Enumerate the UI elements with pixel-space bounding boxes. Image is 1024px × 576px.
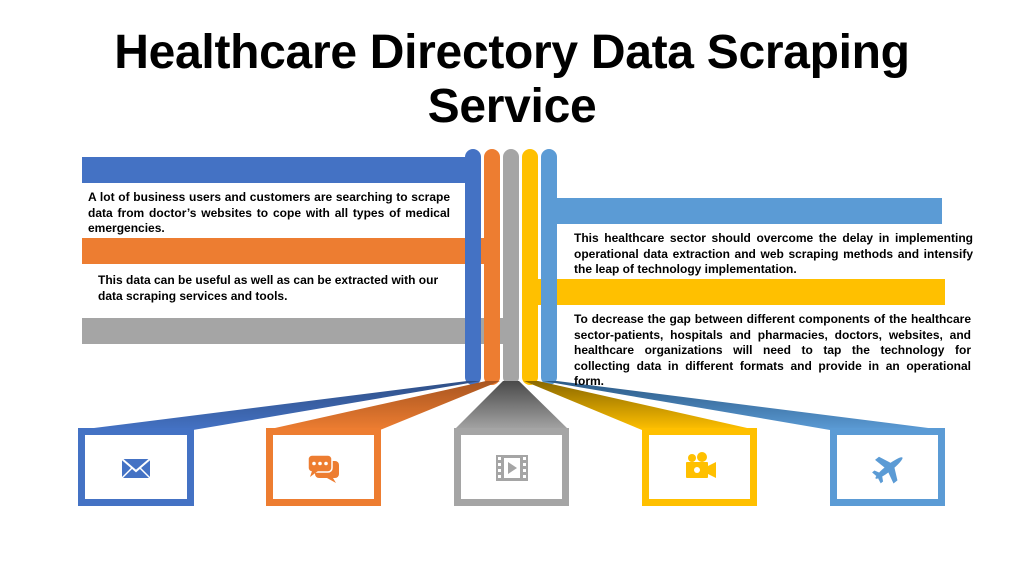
fan-connector-blue — [78, 381, 481, 430]
arm-bar-gray — [82, 318, 512, 344]
icon-box-blue — [78, 428, 194, 506]
fan-connector-orange — [266, 381, 500, 430]
text-block-left-2: This data can be useful as well as can b… — [98, 273, 439, 303]
fan-connector-gold — [524, 381, 756, 430]
text-block-left-1: A lot of business users and customers ar… — [88, 190, 450, 235]
trunk-blue — [465, 149, 481, 385]
video-film-icon — [496, 455, 528, 481]
fan-connector-gray — [454, 381, 569, 430]
text-block-right-2: To decrease the gap between different co… — [574, 312, 971, 388]
trunk-lightblue — [541, 149, 557, 385]
page-title: Healthcare Directory Data Scraping Servi… — [114, 26, 910, 133]
airplane-icon — [872, 456, 903, 484]
chat-bubbles-icon — [307, 454, 339, 483]
video-camera-icon — [686, 452, 716, 478]
trunk-gray — [503, 149, 519, 385]
arm-bar-gold — [526, 279, 945, 305]
trunk-gold — [522, 149, 538, 385]
trunk-orange — [484, 149, 500, 385]
arm-bar-lightblue — [546, 198, 942, 224]
arm-bar-orange — [82, 238, 492, 264]
fan-connector-lightblue — [543, 381, 944, 430]
text-block-right-1: This healthcare sector should overcome t… — [574, 231, 973, 276]
envelope-icon — [121, 458, 151, 479]
arm-bar-blue — [82, 157, 472, 183]
icon-box-gray — [454, 428, 569, 506]
icon-box-orange — [266, 428, 381, 506]
